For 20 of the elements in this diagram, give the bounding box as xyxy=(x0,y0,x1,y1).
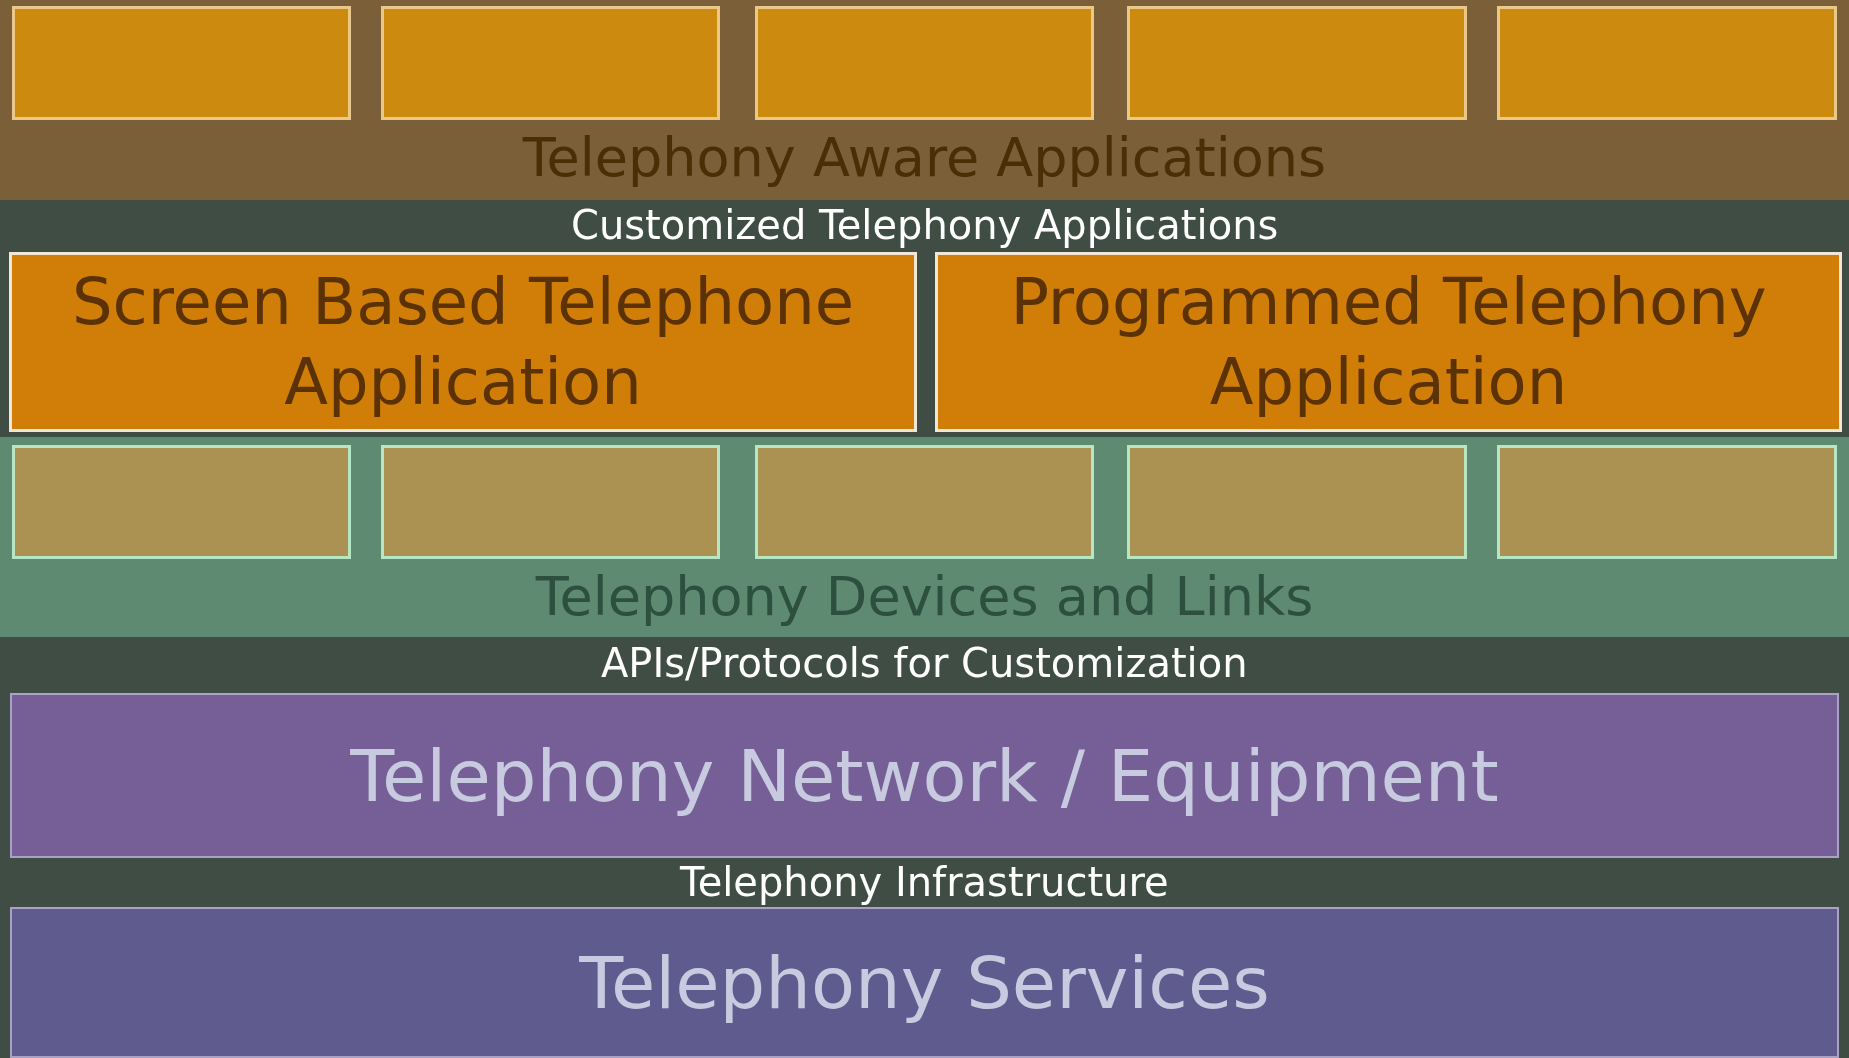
layer-box: Telephony Services xyxy=(10,907,1839,1058)
empty-box xyxy=(12,6,351,120)
empty-box xyxy=(1497,6,1837,120)
layer-box: Screen Based Telephone Application xyxy=(9,252,917,432)
layer-band xyxy=(0,437,1849,637)
layer-label: Customized Telephony Applications xyxy=(571,202,1279,248)
empty-box xyxy=(755,6,1094,120)
empty-box xyxy=(381,6,720,120)
layer-label: Telephony Infrastructure xyxy=(680,859,1169,905)
layer-label: APIs/Protocols for Customization xyxy=(601,640,1248,686)
empty-box xyxy=(381,445,720,559)
layer-band xyxy=(0,0,1849,200)
empty-box xyxy=(755,445,1094,559)
empty-box xyxy=(12,445,351,559)
empty-box xyxy=(1127,445,1467,559)
layer-box: Programmed Telephony Application xyxy=(935,252,1842,432)
empty-box xyxy=(1497,445,1837,559)
layer-title: Telephony Devices and Links xyxy=(534,564,1315,630)
empty-box xyxy=(1127,6,1467,120)
layer-box: Telephony Network / Equipment xyxy=(10,693,1839,858)
